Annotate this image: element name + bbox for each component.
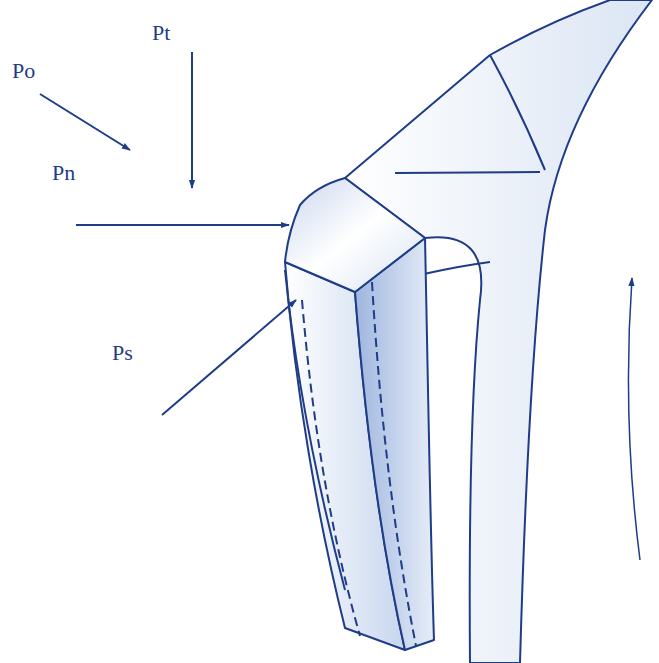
force-label: Pn xyxy=(52,162,75,184)
hidden-edge xyxy=(302,300,360,636)
tooth-arc xyxy=(285,270,345,590)
force-arrow xyxy=(76,224,289,226)
force-arrow xyxy=(191,52,193,188)
force-label: Ps xyxy=(112,342,133,364)
hidden-edge xyxy=(372,282,416,646)
blade-ring xyxy=(345,0,652,663)
ring-edge xyxy=(395,172,540,173)
force-arrow xyxy=(40,94,130,150)
tooth-right-face xyxy=(355,238,434,650)
rotation-arrow xyxy=(628,278,640,560)
force-label: Po xyxy=(12,60,35,82)
force-label: Pt xyxy=(152,22,170,44)
force-arrow xyxy=(162,300,296,415)
ring-edge xyxy=(490,55,545,170)
tooth-top-face xyxy=(285,178,425,292)
